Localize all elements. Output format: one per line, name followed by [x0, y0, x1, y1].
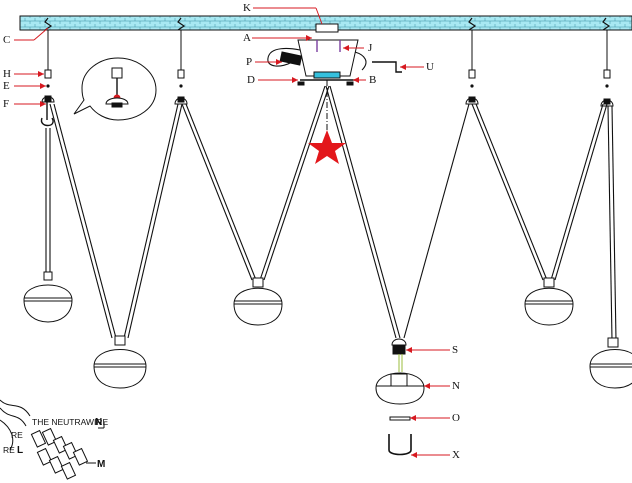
wiring-inset [0, 399, 105, 480]
label-p: P [246, 56, 253, 68]
pendant-lamp-2 [93, 335, 147, 389]
ceiling-canopy [267, 23, 402, 86]
pendant-lamp-4 [391, 338, 407, 355]
label-u: U [426, 61, 434, 73]
pulley-hooks [41, 95, 614, 107]
label-h: H [3, 68, 11, 80]
pendant-lamp-5 [524, 277, 574, 326]
label-c: C [3, 34, 11, 46]
label-f: F [3, 98, 10, 110]
label-e: E [3, 80, 10, 92]
label-x: X [452, 449, 460, 461]
cable-grips [44, 69, 611, 79]
wire-fragment-label: RE [11, 430, 23, 440]
cable-stops [46, 84, 609, 88]
neutral-letter: N [95, 417, 103, 428]
pendant-lamp-6 [589, 337, 632, 389]
leader-arrows [38, 35, 430, 458]
label-b: B [369, 74, 377, 86]
live-letter: L [17, 445, 24, 456]
magnified-detail-icon [73, 57, 157, 121]
m-letter: M [97, 459, 106, 470]
label-j: J [368, 42, 373, 54]
label-k: K [243, 2, 251, 14]
neutral-wire-label: THE NEUTRAWIRE [32, 417, 109, 427]
live-fragment-label: RE [3, 445, 15, 455]
suspension-cables [47, 30, 608, 70]
label-s: S [452, 344, 459, 356]
hook-f [40, 102, 54, 127]
exploded-parts [375, 354, 425, 456]
red-star-icon [308, 130, 346, 164]
ceiling-anchors [44, 17, 611, 31]
pendant-lamp-3 [233, 277, 283, 326]
label-n: N [452, 380, 460, 392]
pendant-lamp-1 [23, 271, 73, 323]
label-o: O [452, 412, 460, 424]
label-d: D [247, 74, 255, 86]
zigzag-cables [45, 85, 617, 341]
label-a: A [243, 32, 251, 44]
